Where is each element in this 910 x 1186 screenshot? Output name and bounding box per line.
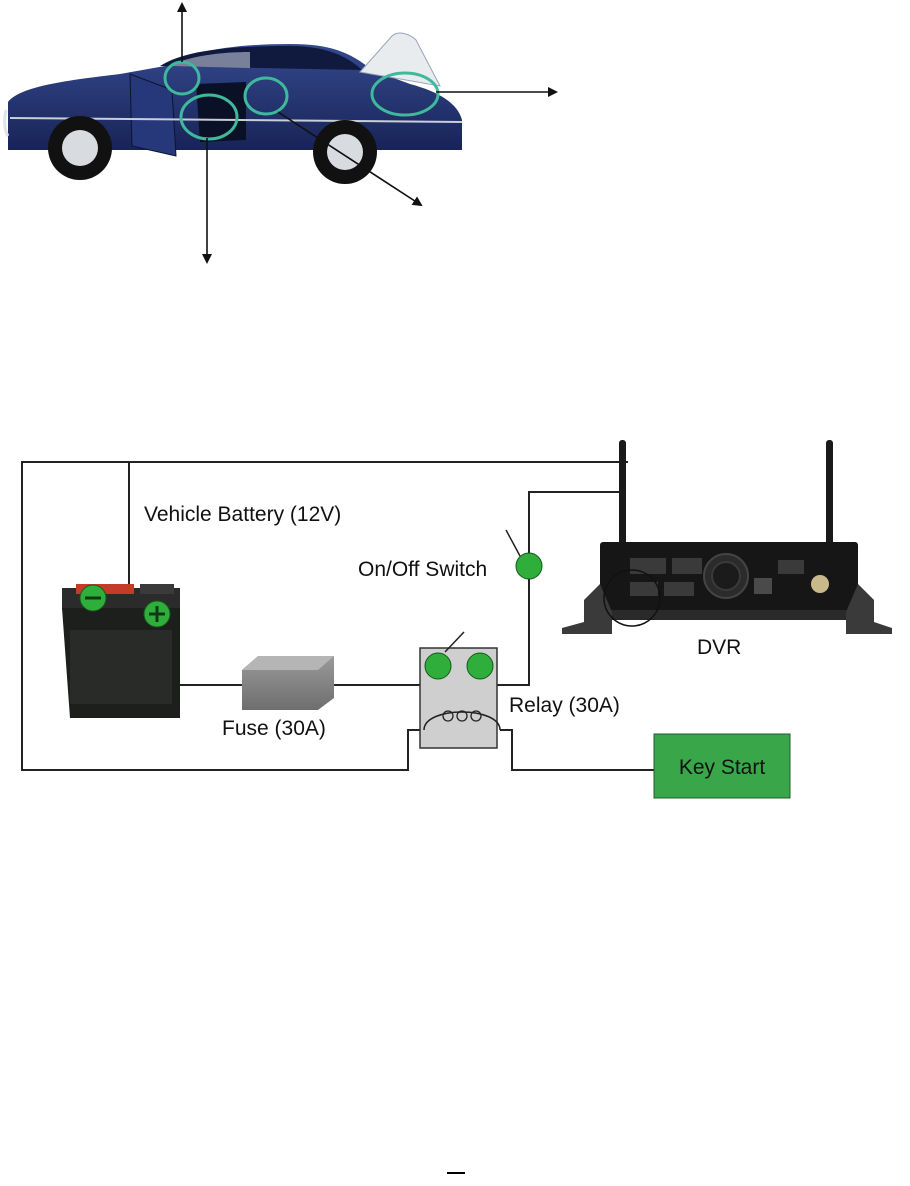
relay-terminal-left (425, 653, 451, 679)
switch-label: On/Off Switch (358, 558, 487, 581)
dvr-antenna-left (619, 440, 626, 552)
dvr-label: DVR (697, 636, 741, 659)
switch-icon (506, 530, 542, 579)
fuse-icon (242, 656, 334, 710)
battery-label: Vehicle Battery (12V) (144, 503, 341, 526)
page-marker (447, 1172, 465, 1174)
fuse-label: Fuse (30A) (222, 717, 326, 740)
relay-icon (420, 632, 500, 748)
key-start-label: Key Start (679, 756, 766, 779)
relay-label: Relay (30A) (509, 694, 620, 717)
dvr-antenna-right (826, 440, 833, 552)
relay-terminal-right (467, 653, 493, 679)
dvr-device-icon (562, 440, 892, 634)
battery-icon (62, 584, 180, 718)
